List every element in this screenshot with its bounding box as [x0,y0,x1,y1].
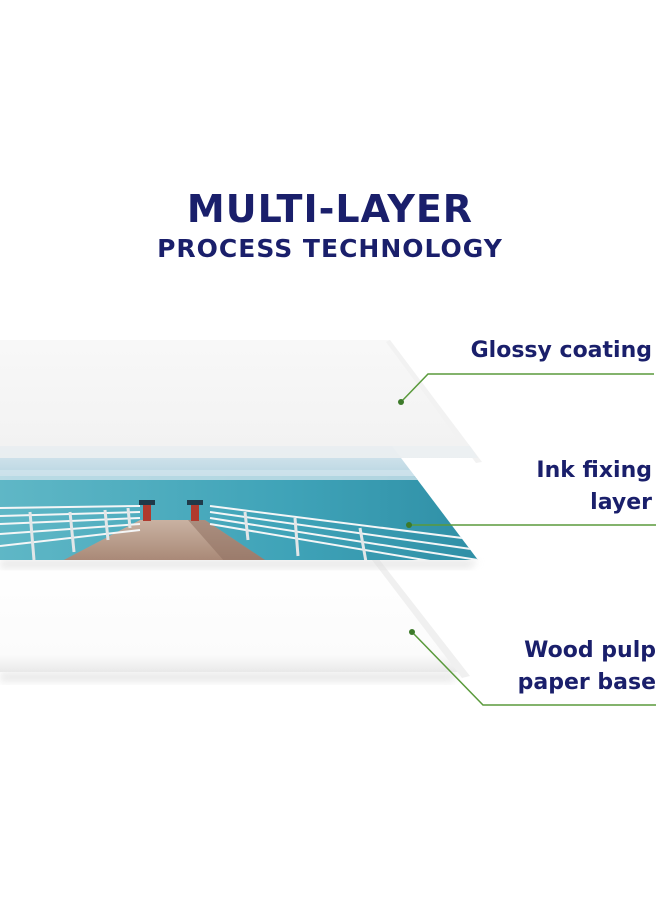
ink-leader-dot [406,522,412,528]
glossy-coating-label: Glossy coating [471,335,652,367]
glossy-leader-line [400,373,654,403]
page-title: MULTI-LAYER [186,187,474,231]
wood-leader-dot [409,629,415,635]
glossy-coating-label-line: Glossy coating [470,338,652,363]
leader-lines [400,373,656,706]
wood-leader-line [411,631,656,706]
glossy-leader-dot [398,399,404,405]
ink-fixing-label: Ink fixing layer [536,455,652,519]
ink-fixing-label-line-2: layer [590,490,652,515]
wood-pulp-layer [0,558,470,682]
wood-pulp-label-line-2: paper base [517,670,656,695]
page-subtitle: PROCESS TECHNOLOGY [157,234,503,263]
ink-fixing-layer [0,446,478,568]
wood-pulp-label-line-1: Wood pulp [524,638,656,663]
wood-pulp-label: Wood pulp paper base [518,635,656,699]
glossy-coating-layer [0,340,482,463]
ink-fixing-label-line-1: Ink fixing [536,458,652,483]
